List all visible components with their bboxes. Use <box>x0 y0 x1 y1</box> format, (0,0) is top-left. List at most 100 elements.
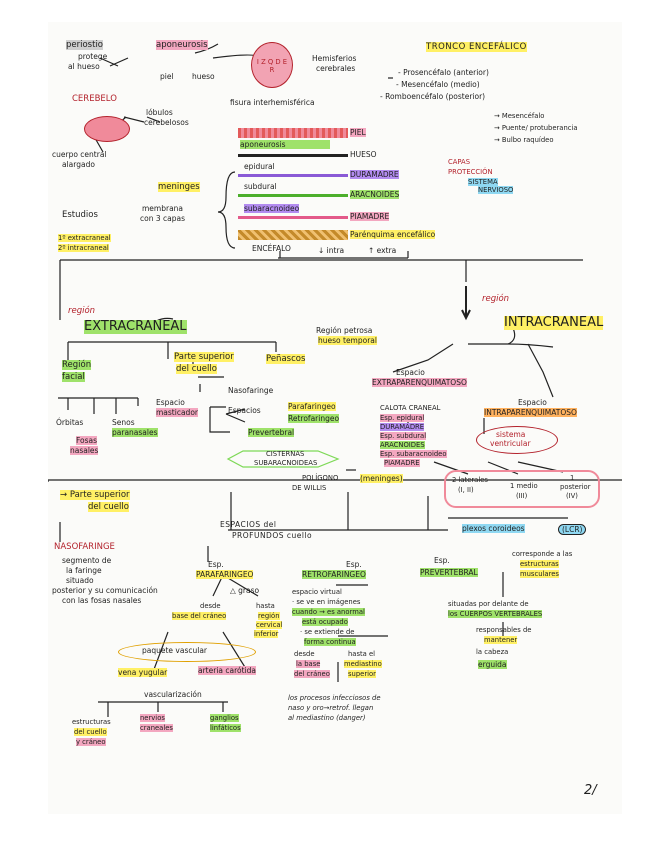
esp-intra-2: INTRAPARENQUIMATOSO <box>484 408 577 417</box>
arteria-label: arteria carótida <box>198 666 256 675</box>
layer-duramadre-label: DURAMADRE <box>350 170 399 179</box>
layer-piamadre-label: PIAMADRE <box>350 212 389 221</box>
retro-desc-1: espacio virtual <box>292 588 342 596</box>
proteccion-label: PROTECCIÓN <box>448 168 493 176</box>
rombo-child-2: → Puente/ protuberancia <box>494 124 578 132</box>
cisternas-label: CISTERNAS <box>266 450 304 458</box>
layer-hueso-bar <box>238 154 348 157</box>
cerebelosos-label: cerebelosos <box>144 118 189 127</box>
parte-superior-1: Parte superior <box>174 352 234 362</box>
senos-1: Senos <box>112 418 135 427</box>
layer-aracnoides-bar <box>238 194 348 197</box>
naso-desc-2: la faringe <box>66 566 102 575</box>
periostio-label: periostio <box>66 40 103 50</box>
responsables-1: responsables de <box>476 626 531 634</box>
con3capas-word: con 3 capas <box>140 214 185 223</box>
prosencefalo-label: - Prosencéfalo (anterior) <box>398 68 489 77</box>
page-number: 2/ <box>584 784 597 798</box>
prev-desc-2: estructuras <box>520 560 559 568</box>
region-cervical-1: región <box>258 612 280 620</box>
hasta-label: hasta <box>256 602 275 610</box>
retro-desc-10: mediastino <box>344 660 382 668</box>
estructuras-3: y cráneo <box>76 738 106 746</box>
prev-2: PREVERTEBRAL <box>420 568 478 577</box>
retro-desc-12: superior <box>348 670 376 678</box>
espacios-profundos-2: PROFUNDOS cuello <box>232 531 312 540</box>
vena-label: vena yugular <box>118 668 167 677</box>
romboencefalo-label: - Romboencéfalo (posterior) <box>380 92 485 101</box>
bottom-parte-2: del cuello <box>88 502 129 512</box>
layer-parenquima-label: Parénquima encefálico <box>350 230 435 239</box>
layer-piamadre-bar <box>238 216 348 219</box>
responsables-2: mantener <box>484 636 517 644</box>
cerebelo-icon <box>84 116 130 142</box>
region-extra-word: región <box>68 306 95 316</box>
extra-label: ↑ extra <box>368 246 396 255</box>
situadas-2: los CUERPOS VERTEBRALES <box>448 610 542 618</box>
lcr-label: (LCR) <box>558 524 586 535</box>
espacios-extra: Espacios <box>228 406 261 415</box>
region-petrosa-1: Región petrosa <box>316 326 372 335</box>
aponeurosis-label: aponeurosis <box>156 40 208 50</box>
fosas-2: nasales <box>70 446 98 455</box>
nervioso-label: NERVIOSO <box>478 186 513 194</box>
penascos-label: Peñascos <box>266 354 305 364</box>
intra-list-2: DURAMADRE <box>380 423 424 431</box>
posterior-2: posterior <box>560 483 591 491</box>
naso-desc-4: posterior y su comunicación <box>52 586 158 595</box>
prevertebral-extra: Prevertebral <box>248 428 294 437</box>
nervios-2: craneales <box>140 724 173 732</box>
rombo-child-1: → Mesencéfalo <box>494 112 544 120</box>
retro-desc-3: cuando → es anormal <box>292 608 365 616</box>
graso-label: △ graso <box>230 586 259 595</box>
espacio-2: masticador <box>156 408 198 417</box>
nasofaringe-title: NASOFARINGE <box>54 542 115 552</box>
al-hueso-label: al hueso <box>68 62 100 71</box>
layer-aracnoides-label: ARACNOIDES <box>350 190 399 199</box>
poligono-2: DE WILLIS <box>292 484 326 492</box>
posterior-1: 1 <box>570 474 574 482</box>
vascularizacion-label: vascularización <box>144 690 202 699</box>
estudios-1: 1º extracraneal <box>58 234 111 242</box>
naso-desc-3: situado <box>66 576 94 585</box>
esp-extra-1: Espacio <box>396 368 425 377</box>
subaracnoideas-label: SUBARACNOIDEAS <box>254 459 317 467</box>
esp-intra-1: Espacio <box>518 398 547 407</box>
intra-list-5: Esp. subaracnoideo <box>380 450 447 458</box>
region-facial-1: Región <box>62 360 91 370</box>
laterales-2: (I, II) <box>458 486 474 494</box>
alargado-label: alargado <box>62 160 95 169</box>
capas-label: CAPAS <box>448 158 470 166</box>
ganglios-2: linfáticos <box>210 724 241 732</box>
para-2: PARAFARINGEO <box>196 570 253 579</box>
prev-desc-1: corresponde a las <box>512 550 572 558</box>
retrofaringeo-extra: Retrofaringeo <box>288 414 339 423</box>
layer-subdural: subdural <box>244 182 277 191</box>
membrana-word: membrana <box>142 204 183 213</box>
region-intra-word: región <box>482 294 509 304</box>
base-label: base del cráneo <box>172 612 226 620</box>
protege-label: protege <box>78 52 107 61</box>
layer-piel-bar <box>238 128 348 138</box>
estudios-label: Estudios <box>62 210 98 220</box>
intra-list-6: PIAMADRE <box>384 459 420 467</box>
nervios-1: nervios <box>140 714 165 722</box>
retro-2: RETROFARINGEO <box>302 570 366 579</box>
layer-subaracnoideo: subaracnoideo <box>244 204 299 213</box>
procesos-3: al mediastino (danger) <box>288 714 366 722</box>
espacio-1: Espacio <box>156 398 185 407</box>
situadas-1: situadas por delante de <box>448 600 529 608</box>
intra-list-3: Esp. subdural <box>380 432 426 440</box>
naso-desc-5: con las fosas nasales <box>62 596 141 605</box>
esp-extra-2: EXTRAPARENQUIMATOSO <box>372 378 467 387</box>
medio-1: 1 medio <box>510 482 538 490</box>
poligono-1: POLÍGONO <box>302 474 338 482</box>
retro-desc-5: · se extiende de <box>300 628 355 636</box>
sistema-2: ventricular <box>490 439 531 448</box>
senos-2: paranasales <box>112 428 158 437</box>
intra-meninges: (meninges) <box>360 474 403 483</box>
meninges-word: meninges <box>158 182 200 192</box>
sistema-label: SISTEMA <box>468 178 498 186</box>
layer-epidural: epidural <box>244 162 275 171</box>
retro-desc-2: · se ve en imágenes <box>292 598 360 606</box>
